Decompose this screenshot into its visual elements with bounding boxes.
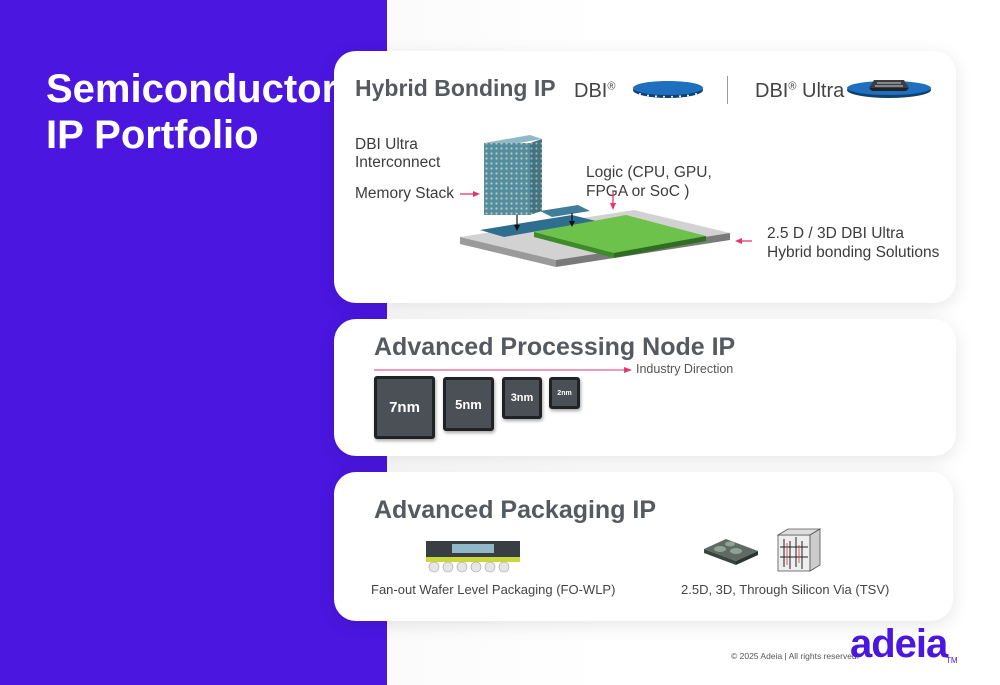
industry-direction-arrow (374, 367, 632, 373)
node-chip-7nm: 7nm (374, 376, 435, 439)
logic-die-right (614, 236, 706, 258)
logic-label: Logic (CPU, GPU, FPGA or SoC ) (586, 164, 712, 200)
packaging-card: Advanced Packaging IP Fan-out Wafer Leve… (334, 472, 953, 621)
page-title-line2: IP Portfolio (46, 113, 259, 157)
dbi-wafer-icon (633, 81, 703, 98)
fowlp-label: Fan-out Wafer Level Packaging (FO-WLP) (371, 582, 616, 597)
dbi-ultra-label: DBI® Ultra (755, 80, 845, 102)
packaging-title: Advanced Packaging IP (374, 496, 657, 524)
memory-stack-front (484, 143, 530, 215)
trademark-mark: TM (946, 656, 958, 665)
dbi-label: DBI® (574, 80, 616, 102)
industry-direction-label: Industry Direction (636, 362, 734, 376)
logic-die-top (534, 215, 706, 253)
small-die (540, 205, 590, 217)
copyright-text: © 2025 Adeia | All rights reserved. (731, 651, 860, 661)
page-title-line1: Semiconductor (46, 67, 338, 111)
hybrid-bonding-title: Hybrid Bonding IP (355, 75, 556, 101)
node-chip-5nm: 5nm (443, 377, 494, 431)
substrate-left (460, 237, 556, 267)
tsv-package-icon (704, 528, 822, 572)
left-brand-panel (0, 0, 387, 685)
memory-stack-label: Memory Stack (355, 185, 455, 202)
solution-label: 2.5 D / 3D DBI Ultra Hybrid bonding Solu… (767, 225, 940, 261)
node-chip-3nm: 3nm (502, 377, 542, 419)
interposer (480, 215, 596, 237)
tsv-label: 2.5D, 3D, Through Silicon Via (TSV) (681, 582, 890, 597)
fowlp-package-icon (426, 541, 520, 573)
logic-die-left (534, 232, 614, 258)
hybrid-bonding-diagram (460, 135, 752, 267)
divider (727, 76, 728, 104)
dbi-ultra-wafer-icon (847, 80, 931, 98)
hybrid-bonding-card: Hybrid Bonding IP DBI® DBI® Ultra DBI Ul… (334, 51, 956, 303)
adeia-logo: adeia (850, 622, 948, 666)
processing-node-title: Advanced Processing Node IP (374, 333, 736, 361)
processing-node-card: Advanced Processing Node IP Industry Dir… (334, 319, 956, 456)
interconnect-label: DBI Ultra Interconnect (355, 136, 441, 171)
memory-stack-side (530, 139, 542, 215)
page-title: Semiconductor IP Portfolio (46, 66, 337, 158)
node-chip-2nm: 2nm (549, 377, 580, 409)
